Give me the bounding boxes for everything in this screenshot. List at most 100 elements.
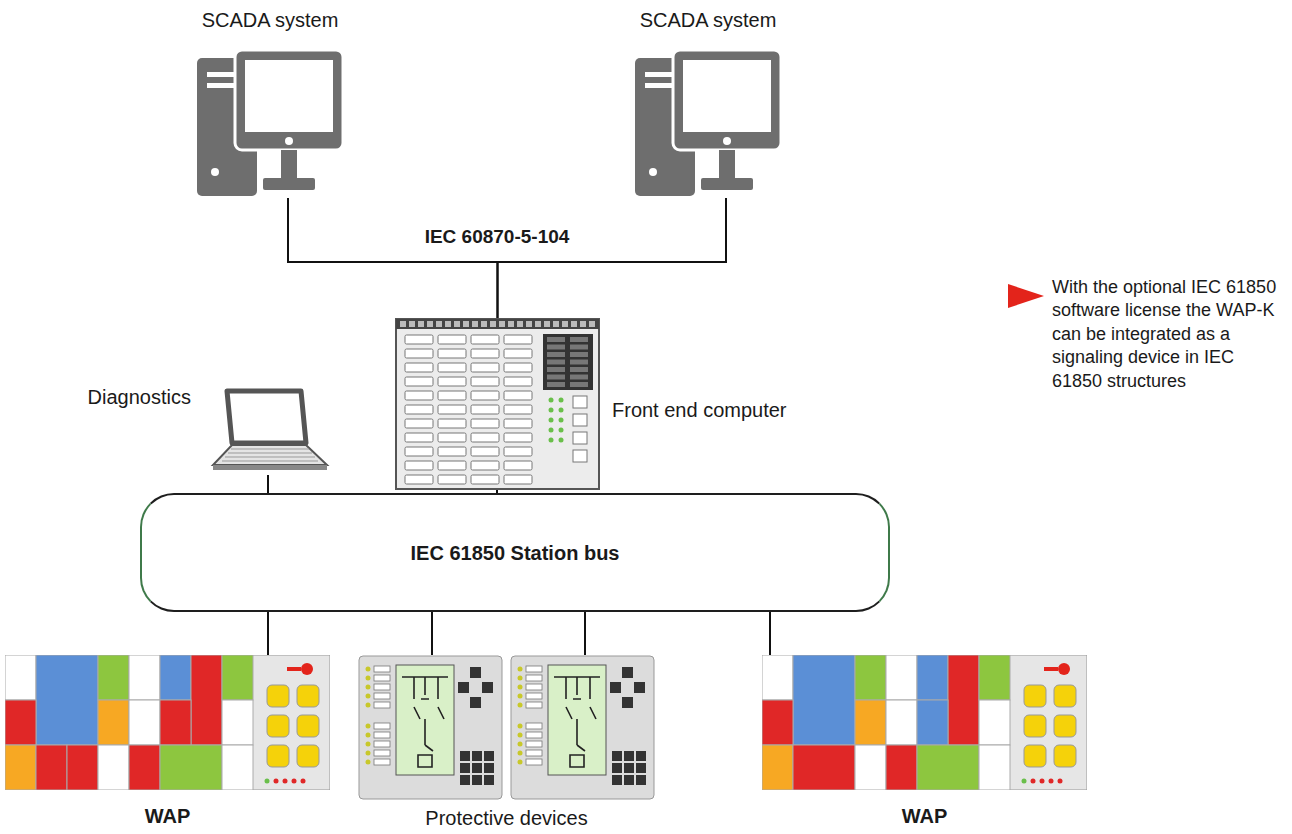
network-link	[267, 475, 269, 493]
rack-computer-icon-part	[559, 438, 564, 443]
protective-device-part	[636, 751, 646, 761]
protective-device-part	[622, 667, 633, 678]
protective-device-part	[374, 732, 390, 738]
computer-icon-part	[701, 178, 753, 190]
annunciator-panel-part	[287, 667, 301, 671]
rack-computer-icon-part	[405, 349, 433, 358]
rack-computer-icon-part	[438, 447, 466, 456]
protective-device-part	[526, 684, 542, 690]
rack-computer-icon-part	[573, 450, 587, 462]
annunciator-panel-part	[762, 700, 793, 745]
rack-computer-icon-part	[573, 396, 587, 408]
node-label: SCADA system	[190, 8, 350, 32]
annunciator-panel-part	[160, 655, 191, 700]
annunciator-panel-part	[36, 655, 98, 745]
rack-computer-icon-part	[553, 321, 559, 327]
rack-computer-icon-part	[570, 367, 588, 372]
laptop-icon-part	[222, 461, 318, 462]
rack-computer-icon-part	[549, 408, 554, 413]
annunciator-panel-part	[191, 655, 222, 745]
network-link	[498, 198, 727, 318]
rack-computer-icon-part	[504, 405, 532, 414]
annunciator-panel-part	[98, 700, 129, 745]
protocol-label: IEC 60870-5-104	[422, 226, 573, 248]
rack-computer-icon-part	[471, 419, 499, 428]
computer-icon-part	[281, 150, 297, 180]
annunciator-panel-part	[297, 715, 319, 737]
annunciator-panel-part	[5, 700, 36, 745]
protective-device-part	[622, 697, 633, 708]
protective-device-part	[366, 685, 371, 690]
annunciator-panel-part	[129, 700, 160, 745]
annunciator-panel-part	[98, 745, 129, 790]
rack-computer-icon-part	[418, 321, 424, 327]
protective-device-part	[612, 751, 622, 761]
protective-device-part	[636, 775, 646, 785]
annunciator-panel-part	[160, 745, 222, 790]
rack-computer-icon-part	[504, 433, 532, 442]
rack-computer-icon-part	[526, 321, 532, 327]
annunciator-panel-part	[274, 779, 279, 784]
protective-device-part	[610, 682, 621, 693]
rack-computer-icon-part	[471, 447, 499, 456]
annunciator-panel-part	[1024, 715, 1046, 737]
annunciator-panel-part	[129, 655, 160, 700]
node-label: WAP	[5, 804, 330, 828]
wap-panel: WAP	[5, 655, 330, 790]
protective-device-part	[366, 676, 371, 681]
rack-computer-icon-part	[396, 319, 599, 489]
network-link	[769, 612, 771, 655]
rack-computer-icon-part	[547, 367, 565, 372]
rack-computer-icon-part	[463, 321, 469, 327]
protective-device-part	[526, 702, 542, 708]
rack-computer-icon-part	[471, 391, 499, 400]
annunciator-panel-part	[301, 779, 306, 784]
rack-computer-icon-part	[400, 321, 406, 327]
protective-device-part	[518, 751, 523, 756]
rack-computer-icon-part	[547, 375, 565, 380]
rack-computer-icon-part	[438, 475, 466, 484]
rack-computer-icon-part	[573, 414, 587, 426]
protective-device-part	[518, 733, 523, 738]
rack-computer-icon-part	[504, 391, 532, 400]
computer-icon-part	[211, 168, 219, 176]
node-label: SCADA system	[628, 8, 788, 32]
annunciator-panel-part	[129, 745, 160, 790]
protective-device-part	[366, 742, 371, 747]
rack-computer-icon-part	[517, 321, 523, 327]
protective-device-part	[526, 666, 542, 672]
protective-device-part	[472, 763, 482, 773]
annunciator-panel-part	[222, 700, 253, 745]
protective-device-part	[374, 702, 390, 708]
laptop-icon-part	[225, 457, 315, 458]
annunciator-panel-part	[886, 745, 917, 790]
rack-computer-icon-part	[438, 363, 466, 372]
annunciator-panel-part	[292, 779, 297, 784]
rack-computer-icon-part	[405, 363, 433, 372]
node-label: Protective devices	[358, 806, 655, 830]
protective-device-part	[612, 763, 622, 773]
rack-computer-icon-part	[471, 461, 499, 470]
callout-arrow	[1008, 284, 1044, 308]
protective-device-part	[518, 694, 523, 699]
node-label: Front end computer	[612, 398, 787, 422]
rack-computer-icon-part	[438, 405, 466, 414]
rack-computer-icon-part	[405, 335, 433, 344]
annunciator-panel-part	[762, 655, 793, 700]
protective-device-part	[526, 723, 542, 729]
rack-computer-icon-part	[471, 335, 499, 344]
rack-computer-icon-part	[405, 377, 433, 386]
protective-device-part	[624, 751, 634, 761]
annunciator-panel-part	[267, 745, 289, 767]
rack-computer-icon-part	[409, 321, 415, 327]
annunciator-panel-part	[762, 745, 793, 790]
protective-device	[511, 656, 654, 799]
protective-device-part	[366, 703, 371, 708]
annunciator-panel-part	[283, 779, 288, 784]
protective-device	[359, 656, 502, 799]
rack-computer-icon-part	[405, 447, 433, 456]
protective-device-part	[554, 677, 600, 767]
rack-computer-icon-part	[438, 391, 466, 400]
wap-panel: WAP	[762, 655, 1087, 790]
